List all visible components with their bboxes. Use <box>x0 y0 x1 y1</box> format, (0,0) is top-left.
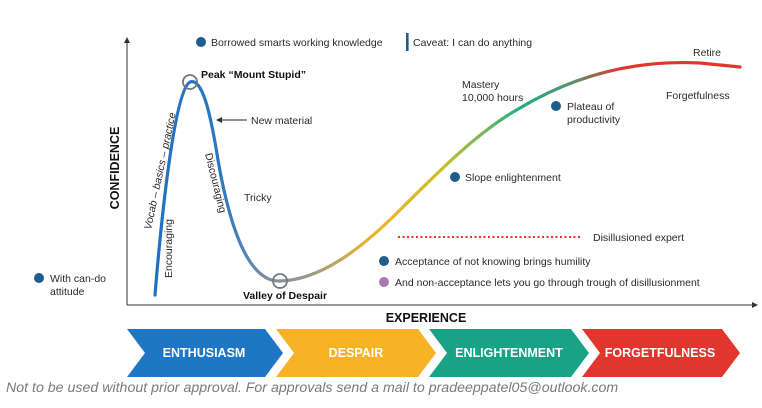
non-acceptance-dot-icon <box>379 277 389 287</box>
slope-dot-icon <box>450 172 460 182</box>
plateau-dot-icon <box>551 101 561 111</box>
phase-chevron-forgetfulness <box>582 329 740 377</box>
retire-label: Retire <box>693 47 721 59</box>
peak-label: Peak “Mount Stupid” <box>201 69 306 81</box>
tricky-label: Tricky <box>244 192 272 204</box>
valley-marker-icon <box>272 273 288 289</box>
valley-label: Valley of Despair <box>243 290 327 302</box>
encouraging-label: Encouraging <box>163 219 175 278</box>
plateau-label-line2: productivity <box>567 114 621 126</box>
can-do-note-line1: With can-do <box>50 273 106 285</box>
mastery-label-line2: 10,000 hours <box>462 92 523 104</box>
acceptance-note: Acceptance of not knowing brings humilit… <box>395 256 591 268</box>
slope-label: Slope enlightenment <box>465 172 561 184</box>
y-axis-title: CONFIDENCE <box>108 127 122 210</box>
phase-chevron-enthusiasm <box>127 329 283 377</box>
phase-label-enlightenment: ENLIGHTENMENT <box>455 346 563 360</box>
non-acceptance-note: And non-acceptance lets you go through t… <box>395 277 700 289</box>
borrowed-dot-icon <box>196 37 206 47</box>
vocab-label: Vocab – basics – practice <box>142 111 179 230</box>
disillusioned-label: Disillusioned expert <box>593 232 684 244</box>
approval-footer: Not to be used without prior approval. F… <box>6 380 619 396</box>
phase-chevron-despair <box>276 329 436 377</box>
can-do-dot-icon <box>34 273 44 283</box>
x-axis-title: EXPERIENCE <box>386 311 467 325</box>
forgetfulness-label: Forgetfulness <box>666 90 730 102</box>
phase-label-enthusiasm: ENTHUSIASM <box>163 346 246 360</box>
acceptance-dot-icon <box>379 256 389 266</box>
caveat-note: Caveat: I can do anything <box>413 37 532 49</box>
can-do-note-line2: attitude <box>50 286 85 298</box>
caveat-bar-icon <box>406 33 409 51</box>
new-material-label: New material <box>251 115 312 127</box>
phase-band: ENTHUSIASM DESPAIR ENLIGHTENMENT FORGETF… <box>127 329 740 377</box>
phase-label-forgetfulness: FORGETFULNESS <box>605 346 715 360</box>
peak-marker-icon <box>182 74 198 90</box>
borrowed-note: Borrowed smarts working knowledge <box>211 37 383 49</box>
phase-chevron-enlightenment <box>429 329 589 377</box>
confidence-curve <box>153 60 742 297</box>
mastery-label-line1: Mastery <box>462 79 500 91</box>
plateau-label-line1: Plateau of <box>567 101 614 113</box>
discouraging-label: Discouraging <box>202 152 229 215</box>
phase-label-despair: DESPAIR <box>329 346 384 360</box>
